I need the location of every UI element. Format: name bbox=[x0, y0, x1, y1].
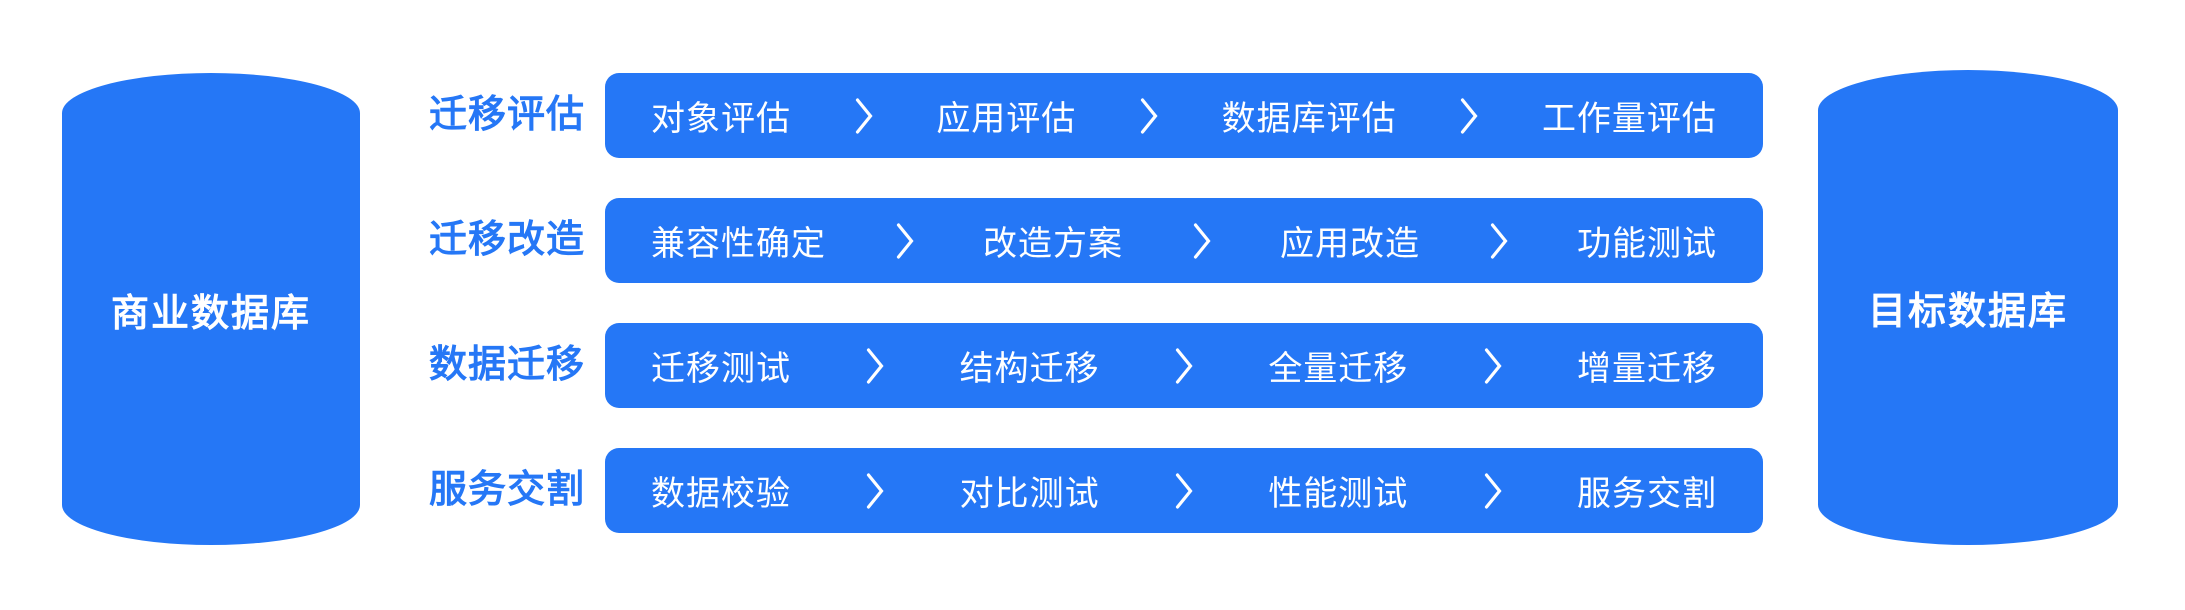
chevron-right-icon bbox=[1460, 96, 1478, 136]
step-label: 对比测试 bbox=[959, 475, 1100, 513]
chevron-right-icon bbox=[866, 346, 884, 386]
phase-row-transformation: 迁移改造 兼容性确定 改造方案 应用改造 功能测试 bbox=[390, 198, 1763, 283]
phase-row-service-handover: 服务交割 数据校验 对比测试 性能测试 服务交割 bbox=[390, 448, 1763, 533]
phase-bar: 迁移测试 结构迁移 全量迁移 增量迁移 bbox=[605, 323, 1763, 408]
source-database-cylinder: 商业数据库 bbox=[62, 73, 360, 545]
chevron-right-icon bbox=[1490, 221, 1508, 261]
step-label: 数据校验 bbox=[651, 475, 791, 513]
phase-bar: 兼容性确定 改造方案 应用改造 功能测试 bbox=[605, 198, 1763, 283]
step-label: 功能测试 bbox=[1577, 225, 1717, 263]
phase-bar: 数据校验 对比测试 性能测试 服务交割 bbox=[605, 448, 1763, 533]
chevron-right-icon bbox=[896, 221, 914, 261]
phase-label: 迁移改造 bbox=[428, 219, 585, 261]
step-label: 增量迁移 bbox=[1576, 350, 1717, 388]
chevron-right-icon bbox=[866, 471, 884, 511]
step-label: 服务交割 bbox=[1576, 475, 1717, 513]
chevron-right-icon bbox=[1175, 471, 1193, 511]
chevron-right-icon bbox=[1484, 471, 1502, 511]
step-label: 应用改造 bbox=[1280, 225, 1420, 263]
step-label: 结构迁移 bbox=[959, 350, 1100, 388]
phase-label: 服务交割 bbox=[428, 469, 585, 511]
chevron-right-icon bbox=[1175, 346, 1193, 386]
step-label: 迁移测试 bbox=[651, 350, 791, 388]
step-label: 工作量评估 bbox=[1541, 100, 1717, 138]
chevron-right-icon bbox=[1484, 346, 1502, 386]
phase-bar: 对象评估 应用评估 数据库评估 工作量评估 bbox=[605, 73, 1763, 158]
chevron-right-icon bbox=[1193, 221, 1211, 261]
chevron-right-icon bbox=[855, 96, 873, 136]
phase-label: 迁移评估 bbox=[428, 94, 585, 136]
target-database-cylinder: 目标数据库 bbox=[1818, 70, 2118, 545]
chevron-right-icon bbox=[1140, 96, 1158, 136]
step-label: 全量迁移 bbox=[1268, 350, 1409, 388]
step-label: 改造方案 bbox=[983, 225, 1123, 263]
phase-row-data-migration: 数据迁移 迁移测试 结构迁移 全量迁移 增量迁移 bbox=[390, 323, 1763, 408]
source-database-label: 商业数据库 bbox=[110, 292, 311, 335]
step-label: 应用评估 bbox=[936, 100, 1077, 138]
target-database-label: 目标数据库 bbox=[1867, 291, 2068, 333]
step-label: 数据库评估 bbox=[1221, 100, 1397, 138]
phase-row-assessment: 迁移评估 对象评估 应用评估 数据库评估 工作量评估 bbox=[390, 73, 1763, 158]
step-label: 性能测试 bbox=[1268, 475, 1409, 513]
phase-label: 数据迁移 bbox=[428, 344, 585, 386]
step-label: 对象评估 bbox=[651, 100, 791, 138]
step-label: 兼容性确定 bbox=[651, 225, 826, 263]
